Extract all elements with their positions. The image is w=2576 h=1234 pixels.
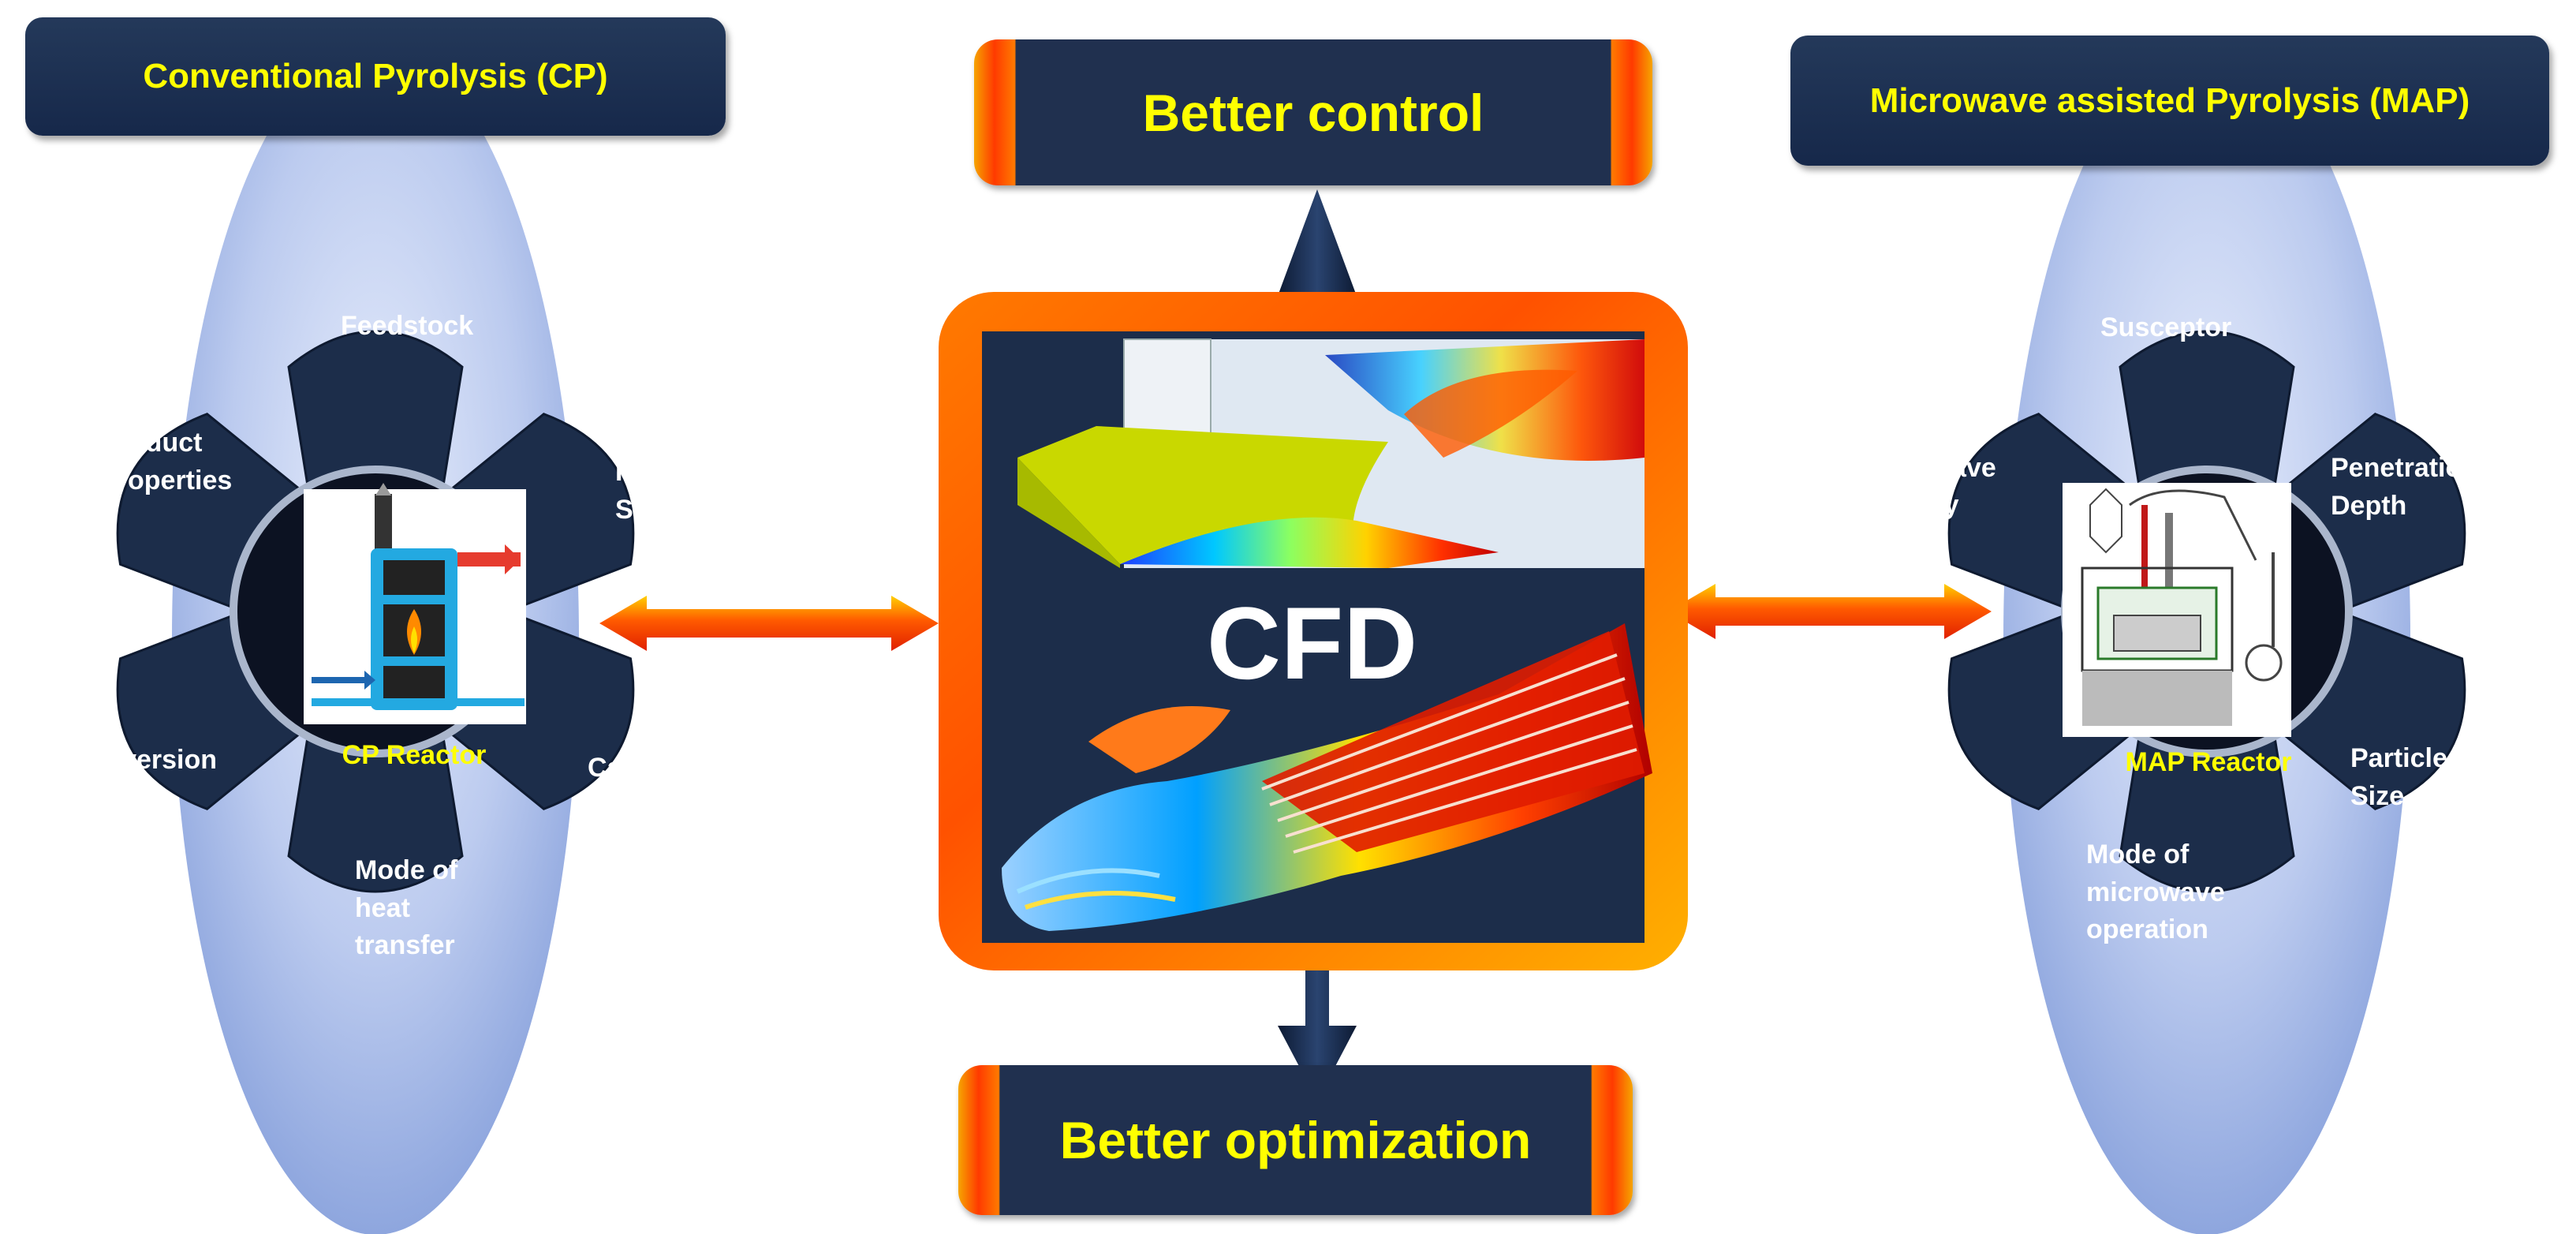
cfd-sim-top [1017,338,1645,568]
cp-reactor-label: CP Reactor [342,740,487,770]
left-title-box: Conventional Pyrolysis (CP) [25,17,726,136]
right-petal-label-susceptor: Susceptor [2100,312,2232,342]
left-title: Conventional Pyrolysis (CP) [143,57,608,95]
top-box: Better control [974,39,1652,185]
left-petal-label-feedstock: Feedstock [341,311,474,341]
left-petal-label-catalyst: Catalyst [588,753,693,783]
left-double-arrow [599,596,939,651]
cfd-sim-bottom [1002,623,1652,931]
arrow-down [1278,967,1357,1101]
bottom-box: Better optimization [958,1065,1633,1215]
left-petal-label-conversion: Conversion [69,745,218,775]
right-title-box: Microwave assisted Pyrolysis (MAP) [1790,36,2549,166]
right-title: Microwave assisted Pyrolysis (MAP) [1869,80,2470,120]
map-reactor-image [2063,483,2291,737]
right-double-arrow [1668,584,1992,639]
cp-reactor-image [304,483,526,724]
map-reactor-label: MAP Reactor [2125,747,2292,777]
cfd-label: CFD [1207,585,1418,701]
top-box-label: Better control [1142,83,1484,142]
bottom-box-label: Better optimization [1059,1111,1532,1169]
